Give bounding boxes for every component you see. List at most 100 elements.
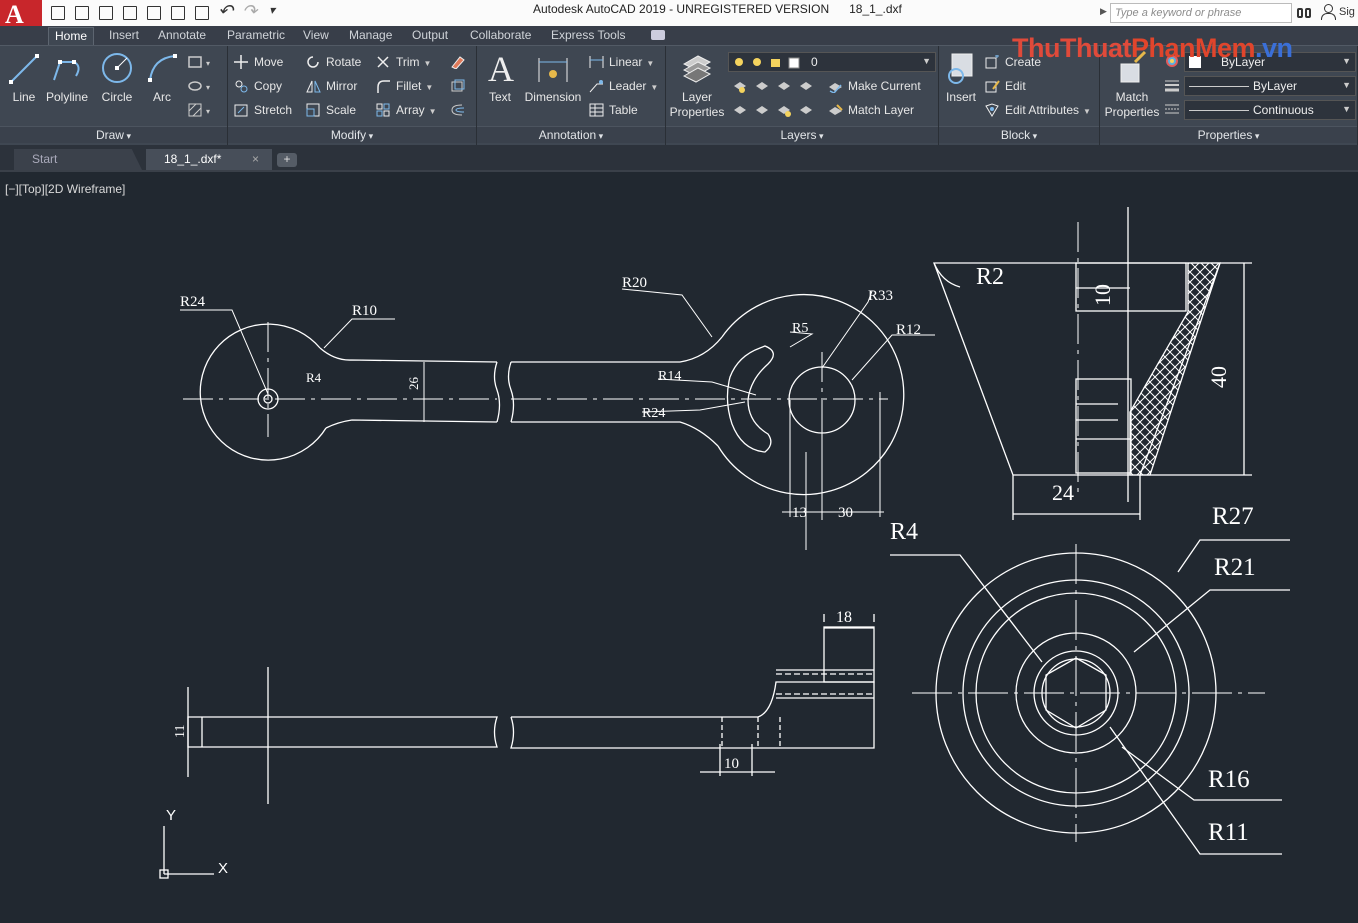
dim-r10: R10 xyxy=(352,303,377,319)
explode-icon[interactable] xyxy=(450,79,466,93)
ribbon-minimize-icon[interactable] xyxy=(651,30,665,40)
rotate-button[interactable]: Rotate xyxy=(306,52,361,72)
new-file-icon[interactable] xyxy=(48,3,68,23)
match-layer-button[interactable]: Match Layer xyxy=(828,100,914,120)
new-tab-button[interactable]: + xyxy=(277,153,297,167)
save-as-icon[interactable] xyxy=(120,3,140,23)
mirror-button[interactable]: Mirror xyxy=(306,76,357,96)
array-button[interactable]: Array▼ xyxy=(376,100,437,120)
tab-output[interactable]: Output xyxy=(406,27,454,45)
dim-r24-left: R24 xyxy=(180,294,206,310)
search-expand-icon[interactable]: ▶ xyxy=(1100,6,1107,17)
quick-access-toolbar xyxy=(48,3,284,23)
tab-parametric[interactable]: Parametric xyxy=(221,27,291,45)
tab-insert[interactable]: Insert xyxy=(103,27,145,45)
tab-view[interactable]: View xyxy=(297,27,335,45)
polyline-button[interactable]: Polyline xyxy=(44,50,90,105)
array-icon xyxy=(376,103,391,117)
copy-icon xyxy=(234,79,249,93)
hatch-icon[interactable]: ▾ xyxy=(188,103,204,117)
scale-label: Scale xyxy=(326,103,356,117)
tab-express-tools[interactable]: Express Tools xyxy=(545,27,631,45)
tab-collaborate[interactable]: Collaborate xyxy=(464,27,537,45)
layer-properties-label-1: Layer xyxy=(682,90,712,104)
dimension-button[interactable]: Dimension xyxy=(523,50,583,105)
stretch-button[interactable]: Stretch xyxy=(234,100,292,120)
erase-icon[interactable] xyxy=(450,55,466,69)
open-file-icon[interactable] xyxy=(72,3,92,23)
layer-tool-icons-row1[interactable] xyxy=(732,78,824,94)
tab-annotate[interactable]: Annotate xyxy=(152,27,212,45)
tab-manage[interactable]: Manage xyxy=(343,27,398,45)
arc-icon xyxy=(145,50,179,86)
cad-drawing[interactable]: R24 R10 R4 26 R20 R33 R5 R12 R14 R24 13 … xyxy=(0,172,1358,923)
tab-start[interactable]: Start xyxy=(14,149,142,170)
customize-qat-icon[interactable] xyxy=(264,3,284,23)
layer-tool-icons-row2[interactable] xyxy=(732,102,824,118)
viewport-controls-label[interactable]: [−][Top][2D Wireframe] xyxy=(5,182,125,196)
dim-r4-circle: R4 xyxy=(890,519,918,545)
app-logo-letter: A xyxy=(5,0,24,29)
search-input[interactable]: Type a keyword or phrase xyxy=(1110,3,1292,23)
offset-icon[interactable] xyxy=(450,103,466,117)
lineweight-icon xyxy=(1164,77,1180,93)
edit-attributes-button[interactable]: Edit Attributes▼ xyxy=(985,100,1091,120)
svg-text:A: A xyxy=(488,50,514,86)
line-label: Line xyxy=(13,90,36,104)
layer-properties-button[interactable]: Layer Properties xyxy=(668,50,726,120)
close-icon[interactable]: × xyxy=(252,152,259,166)
tab-drawing-file[interactable]: 18_1_.dxf* × xyxy=(146,149,272,170)
fillet-button[interactable]: Fillet▼ xyxy=(376,76,433,96)
tab-home[interactable]: Home xyxy=(48,27,94,45)
linetype-dropdown[interactable]: Continuous ▼ xyxy=(1184,100,1356,120)
undo-icon[interactable] xyxy=(216,3,236,23)
match-layer-icon xyxy=(828,103,843,117)
export-icon[interactable] xyxy=(144,3,164,23)
user-icon[interactable] xyxy=(1321,4,1335,20)
chevron-down-icon: ▼ xyxy=(1342,104,1351,114)
block-panel-title[interactable]: Block xyxy=(939,126,1099,143)
ellipse-icon[interactable]: ▾ xyxy=(188,79,204,93)
make-current-button[interactable]: Make Current xyxy=(828,76,921,96)
binoculars-icon[interactable] xyxy=(1297,5,1313,19)
lineweight-dropdown[interactable]: ByLayer ▼ xyxy=(1184,76,1356,96)
dim-r16: R16 xyxy=(1208,766,1250,793)
ucs-y-label: Y xyxy=(166,807,176,824)
redo-icon[interactable] xyxy=(240,3,260,23)
leader-button[interactable]: Leader▼ xyxy=(589,76,658,96)
linetype-sample xyxy=(1189,110,1249,111)
layers-panel-title[interactable]: Layers xyxy=(666,126,938,143)
layer-stack-icon xyxy=(680,50,714,86)
chevron-down-icon: ▼ xyxy=(425,83,433,92)
chevron-down-icon: ▼ xyxy=(429,107,437,116)
linear-button[interactable]: Linear▼ xyxy=(589,52,654,72)
edit-block-button[interactable]: Edit xyxy=(985,76,1026,96)
arc-button[interactable]: Arc xyxy=(143,50,181,105)
drawing-viewport[interactable]: R24 R10 R4 26 R20 R33 R5 R12 R14 R24 13 … xyxy=(0,172,1358,923)
copy-button[interactable]: Copy xyxy=(234,76,282,96)
scale-button[interactable]: Scale xyxy=(306,100,356,120)
stretch-icon xyxy=(234,103,249,117)
layers-panel: Layer Properties 0 ▼ Make Current Match … xyxy=(666,46,939,146)
move-button[interactable]: Move xyxy=(234,52,283,72)
annotation-panel-title[interactable]: Annotation xyxy=(477,126,665,143)
layer-dropdown[interactable]: 0 ▼ xyxy=(728,52,936,72)
properties-panel-title[interactable]: Properties xyxy=(1100,126,1357,143)
trim-button[interactable]: Trim▼ xyxy=(376,52,431,72)
plot-icon[interactable] xyxy=(192,3,212,23)
draw-panel-title[interactable]: Draw xyxy=(0,126,227,143)
sign-in-link[interactable]: Sig xyxy=(1339,6,1355,18)
text-button[interactable]: A Text xyxy=(481,50,519,105)
save-icon[interactable] xyxy=(96,3,116,23)
edit-label: Edit xyxy=(1005,79,1026,93)
insert-button[interactable]: Insert xyxy=(941,50,981,105)
circle-button[interactable]: Circle xyxy=(96,50,138,105)
line-button[interactable]: Line xyxy=(4,50,44,105)
publish-icon[interactable] xyxy=(168,3,188,23)
ucs-x-label: X xyxy=(218,860,228,877)
table-button[interactable]: Table xyxy=(589,100,638,120)
rectangle-icon[interactable]: ▾ xyxy=(188,55,204,69)
modify-panel-title[interactable]: Modify xyxy=(228,126,476,143)
wrench-centerlines xyxy=(183,322,888,492)
